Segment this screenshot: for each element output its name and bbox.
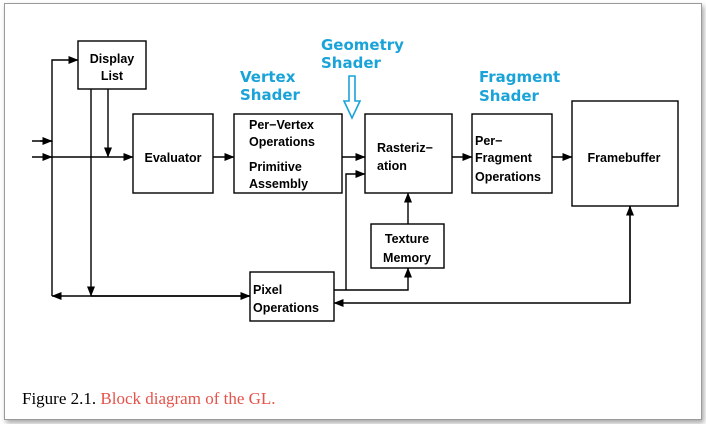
texture-memory-label-1: Texture (385, 232, 429, 246)
pixel-ops-to-rasterization (345, 170, 366, 290)
geometry-shader-label: Geometry Shader (321, 36, 404, 72)
per-vertex-box: Per−Vertex Operations Primitive Assembly (233, 113, 343, 194)
pixel-ops-to-texture (334, 267, 412, 291)
per-vertex-label-2: Operations (249, 135, 315, 149)
vertex-shader-label: Vertex Shader (240, 68, 301, 104)
pixel-operations-label-2: Operations (253, 301, 319, 315)
figure-caption: Figure 2.1. Block diagram of the GL. (22, 389, 276, 409)
display-list-label-2: List (101, 69, 124, 83)
geometry-shader-label-1: Geometry (321, 36, 404, 54)
per-vertex-label-4: Assembly (249, 177, 308, 191)
framebuffer-label: Framebuffer (588, 151, 661, 165)
fragment-shader-label: Fragment Shader (479, 68, 560, 105)
per-fragment-label-1: Per− (475, 134, 502, 148)
vertex-shader-label-1: Vertex (240, 68, 296, 86)
display-list-box: Display List (77, 40, 147, 90)
geometry-shader-label-2: Shader (321, 54, 382, 72)
rasterization-label-2: ation (377, 159, 407, 173)
rasterization-box: Rasteriz− ation (364, 113, 453, 194)
per-vertex-label-3: Primitive (249, 160, 302, 174)
arrow-to-display-list (40, 56, 79, 142)
evaluator-box: Evaluator (132, 113, 214, 194)
display-list-label-1: Display (90, 52, 135, 66)
evaluator-label: Evaluator (145, 151, 202, 165)
framebuffer-box: Framebuffer (571, 100, 679, 207)
per-fragment-box: Per− Fragment Operations (471, 113, 553, 194)
per-fragment-label-3: Operations (475, 170, 541, 184)
rasterization-label-1: Rasteriz− (377, 141, 433, 155)
fragment-shader-label-2: Shader (479, 87, 540, 105)
geometry-shader-arrow-icon (342, 75, 362, 120)
per-vertex-label-1: Per−Vertex (249, 118, 314, 132)
pixel-operations-label-1: Pixel (253, 283, 282, 297)
pixel-operations-box: Pixel Operations (249, 271, 335, 322)
fragment-shader-label-1: Fragment (479, 68, 560, 86)
connections (32, 56, 634, 307)
figure-number: Figure 2.1. (22, 389, 97, 408)
vertex-shader-label-2: Shader (240, 86, 301, 104)
figure-title: Block diagram of the GL. (100, 389, 276, 408)
texture-memory-label-2: Memory (383, 251, 431, 265)
per-fragment-label-2: Fragment (475, 151, 533, 165)
texture-memory-box: Texture Memory (370, 223, 445, 269)
